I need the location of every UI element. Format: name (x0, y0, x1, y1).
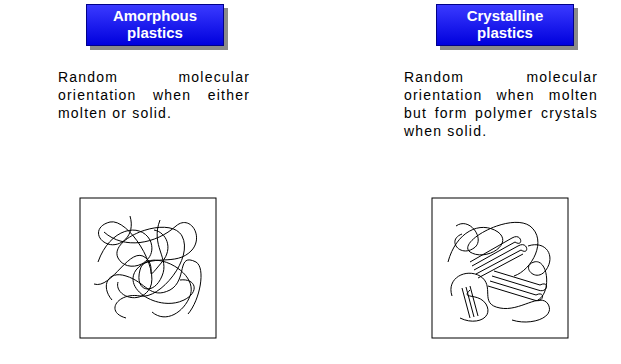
heading-box: Crystalline plastics (436, 4, 574, 46)
description-text: Random molecular orientation when either… (58, 68, 250, 122)
amorphous-chains (94, 216, 201, 318)
heading-text: Crystalline plastics (443, 8, 567, 42)
crystalline-chains (448, 222, 550, 322)
heading-text: Amorphous plastics (93, 8, 217, 42)
crystal-lamellae (462, 237, 547, 318)
amorphous-frame (80, 198, 216, 338)
crystalline-frame (432, 198, 568, 338)
description-text: Random molecular orientation when molten… (404, 68, 598, 140)
heading-box: Amorphous plastics (86, 4, 224, 46)
